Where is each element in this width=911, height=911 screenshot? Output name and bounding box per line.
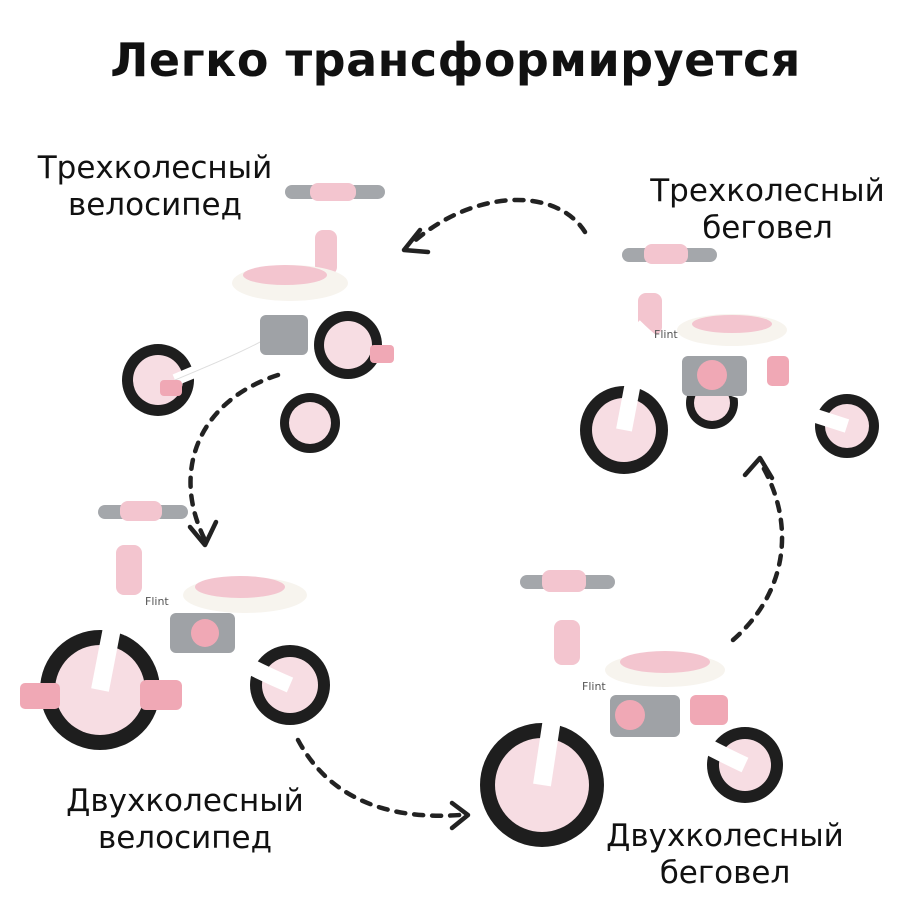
arrowhead-left: [187, 519, 219, 548]
balance-bike-image: Flint: [480, 570, 783, 847]
brand-mark: Flint: [654, 328, 678, 341]
brand-mark: Flint: [582, 680, 606, 693]
label-two-wheel-bike-line2: велосипед: [97, 820, 273, 856]
label-tri-balance-bike-line2: беговел: [702, 210, 833, 246]
label-balance-bike-line1: Двухколесный: [606, 818, 844, 854]
brand-mark: Flint: [145, 595, 169, 608]
arrow-top: [407, 197, 588, 248]
arrowhead-top: [401, 227, 431, 255]
label-balance-bike-line2: беговел: [659, 855, 791, 891]
label-balance-bike: Двухколесный беговел: [590, 818, 860, 892]
arrow-left: [188, 372, 281, 543]
arrowhead-right: [742, 455, 775, 481]
label-tricycle: Трехколесный велосипед: [20, 150, 290, 224]
label-two-wheel-bike-line1: Двухколесный: [66, 783, 304, 819]
page-title: Легко трансформируется: [110, 33, 801, 87]
tri-balance-bike-image: Flint: [580, 244, 879, 474]
label-two-wheel-bike: Двухколесный велосипед: [50, 783, 320, 857]
label-tricycle-line2: велосипед: [67, 187, 243, 223]
arrow-bottom: [295, 737, 463, 818]
tricycle-image: [122, 183, 394, 453]
label-tricycle-line1: Трехколесный: [37, 150, 273, 186]
two-wheel-bike-image: Flint: [20, 501, 330, 750]
label-tri-balance-bike-line1: Трехколесный: [650, 173, 885, 209]
label-tri-balance-bike: Трехколесный беговел: [635, 173, 900, 247]
arrow-right: [730, 459, 785, 643]
arrowhead-bottom: [449, 800, 471, 831]
